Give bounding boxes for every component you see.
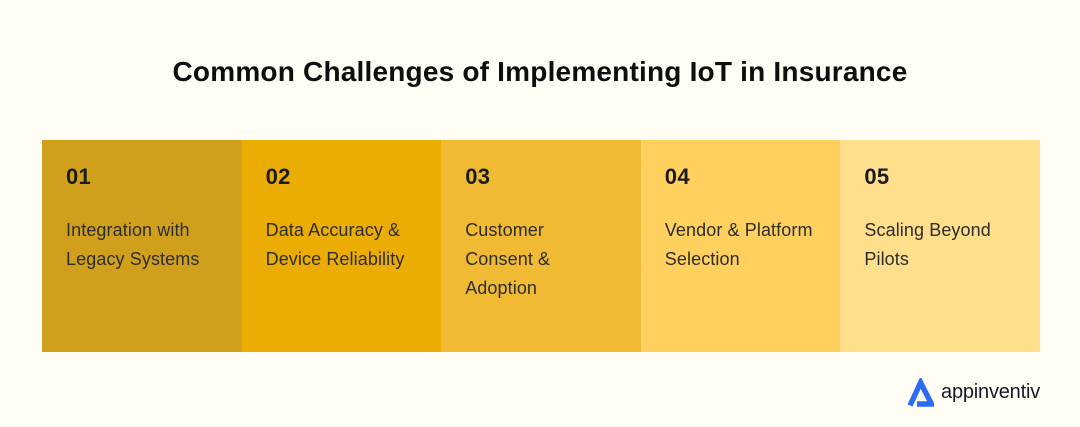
card-number: 02: [265, 164, 291, 189]
card-label: Scaling Beyond Pilots: [864, 220, 991, 269]
brand-logo: appinventiv: [907, 378, 1040, 407]
card-label: Data Accuracy & Device Reliability: [265, 220, 405, 269]
challenge-card-1: 01 Integration with Legacy Systems: [42, 140, 242, 352]
card-number: 01: [66, 164, 92, 189]
challenge-card-2: 02 Data Accuracy & Device Reliability: [241, 140, 442, 352]
brand-name: appinventiv: [941, 381, 1040, 403]
card-number: 05: [864, 164, 890, 189]
card-number: 03: [465, 164, 491, 189]
card-label: Integration with Legacy Systems: [66, 220, 200, 269]
appinventiv-triangle-icon: [907, 378, 935, 407]
card-label: Vendor & Platform Selection: [664, 220, 813, 269]
challenge-card-3: 03 Customer Consent & Adoption: [441, 140, 641, 352]
challenge-card-5: 05 Scaling Beyond Pilots: [840, 140, 1040, 352]
challenge-cards-row: 01 Integration with Legacy Systems 02 Da…: [42, 140, 1040, 352]
page-title: Common Challenges of Implementing IoT in…: [172, 56, 908, 87]
card-number: 04: [664, 164, 690, 189]
card-label: Customer Consent & Adoption: [465, 220, 551, 298]
triangle-stroke: [907, 378, 935, 407]
challenge-card-4: 04 Vendor & Platform Selection: [640, 140, 841, 352]
